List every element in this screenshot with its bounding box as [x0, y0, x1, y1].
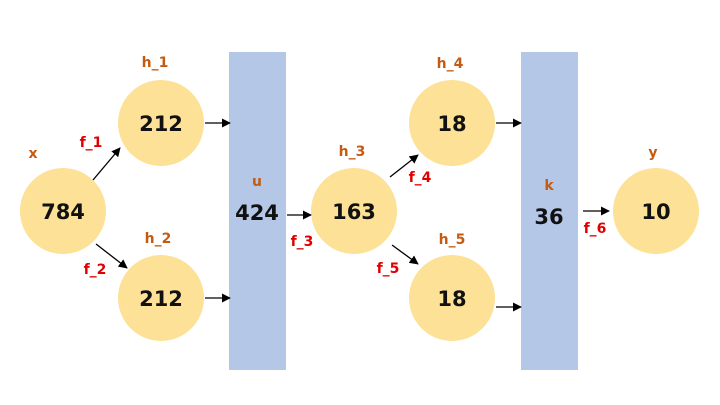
node-x-value: 784 — [41, 200, 85, 224]
edge-label-f3: f_3 — [291, 234, 314, 250]
edge-label-f4: f_4 — [409, 170, 432, 186]
arrow-x-h1 — [92, 147, 121, 181]
arrow-h3-h4 — [389, 154, 419, 178]
bar-u-label: u — [252, 174, 262, 190]
node-h1-label: h_1 — [142, 55, 169, 71]
node-x — [20, 168, 106, 254]
bar-k — [521, 52, 578, 370]
bar-k-label: k — [544, 178, 554, 194]
node-h4-label: h_4 — [437, 56, 464, 72]
edge-label-f1: f_1 — [80, 135, 103, 151]
arrow-h3-h5 — [391, 244, 419, 265]
arrow-x-h2 — [95, 243, 128, 269]
bar-u-value: 424 — [235, 201, 279, 225]
node-h5-label: h_5 — [439, 232, 466, 248]
node-h2-label: h_2 — [145, 231, 172, 247]
edge-label-f6: f_6 — [584, 221, 607, 237]
node-y-label: y — [648, 145, 657, 161]
node-h4-value: 18 — [437, 112, 466, 136]
node-h3-label: h_3 — [339, 144, 366, 160]
bar-u — [229, 52, 286, 370]
node-h1-value: 212 — [139, 112, 183, 136]
edge-label-f5: f_5 — [377, 261, 400, 277]
edge-label-f2: f_2 — [84, 262, 107, 278]
node-h2 — [118, 255, 204, 341]
node-h5 — [409, 255, 495, 341]
node-h3 — [311, 168, 397, 254]
node-h2-value: 212 — [139, 287, 183, 311]
bar-k-value: 36 — [534, 205, 563, 229]
node-x-label: x — [28, 146, 37, 162]
node-y-value: 10 — [641, 200, 670, 224]
node-h5-value: 18 — [437, 287, 466, 311]
node-h3-value: 163 — [332, 200, 376, 224]
node-y — [613, 168, 699, 254]
node-h4 — [409, 80, 495, 166]
node-h1 — [118, 80, 204, 166]
